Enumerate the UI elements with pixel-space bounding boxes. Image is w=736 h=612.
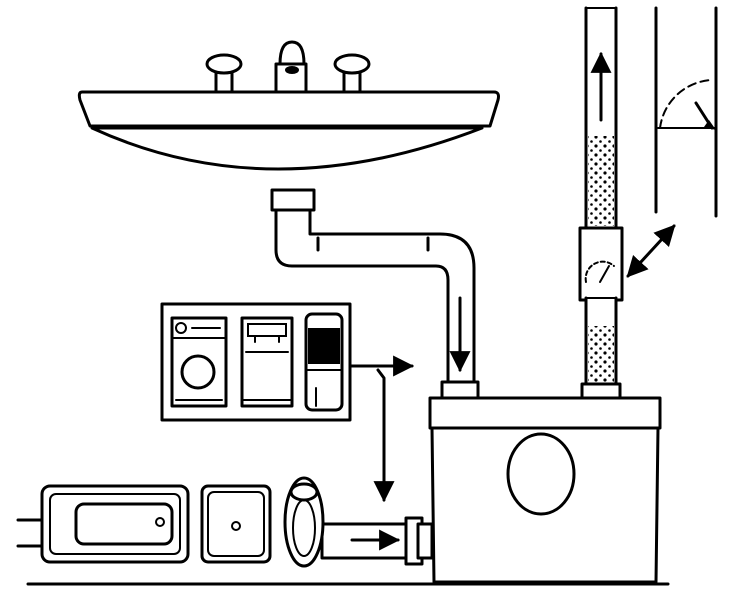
- shower-tray: [200, 484, 272, 564]
- tap-handle-right-icon: [333, 53, 371, 94]
- faucet-icon: [274, 40, 308, 94]
- appliance-panel: [160, 302, 352, 422]
- toilet: [283, 476, 325, 568]
- macerator-pump-unit: [428, 396, 662, 584]
- wall-outlet-pipe: [654, 6, 718, 218]
- dishwasher: [240, 316, 294, 408]
- tap-handle-left-icon: [205, 53, 243, 94]
- washing-machine: [170, 316, 228, 408]
- discharge-to-wall-arrow: [626, 224, 676, 278]
- bathtub: [16, 484, 190, 564]
- water-heater: [304, 312, 344, 412]
- appliances-down-to-inlet-arrow: [373, 368, 395, 503]
- discharge-pipe: [578, 6, 624, 402]
- wash-basin: [77, 40, 500, 171]
